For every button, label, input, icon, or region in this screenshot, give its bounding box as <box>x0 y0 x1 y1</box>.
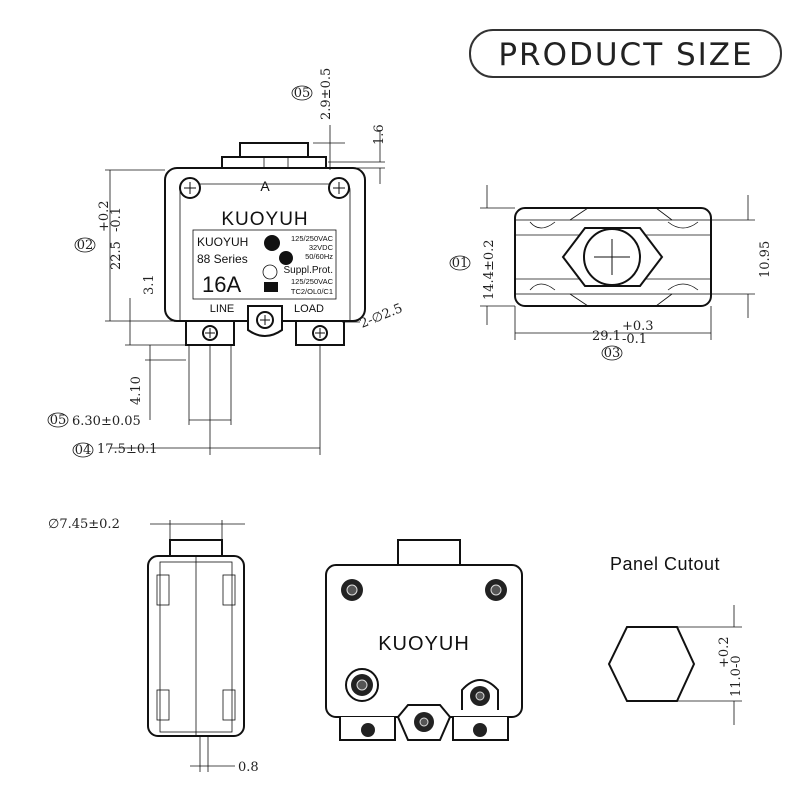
spec-line-4: Suppl.Prot. <box>284 265 333 276</box>
dim-button-diameter: ∅7.45±0.2 <box>48 517 120 532</box>
dim-cutout-tol-dn: -0 <box>729 655 744 668</box>
dim-side-height-ref: 01 <box>452 256 469 271</box>
spec-line-1: 125/250VAC <box>291 234 334 243</box>
screw-hole-icon <box>341 579 363 601</box>
screw-hole-icon <box>345 668 379 702</box>
certification-mark-icon <box>262 235 293 292</box>
front-top-label: A <box>260 178 270 194</box>
dim-side-inner: 10.95 <box>758 241 773 278</box>
label-series: 88 Series <box>197 252 248 266</box>
dim-terminal-length: 4.10 <box>129 376 144 405</box>
dim-cutout-tol-up: +0.2 <box>717 636 732 668</box>
dim-height-tol-dn: -0.1 <box>109 207 124 232</box>
dim-side-width-tol-up: +0.3 <box>622 319 654 334</box>
screw-icon <box>328 177 350 199</box>
dim-height-main: 22.5 <box>109 241 124 270</box>
terminal-line-label: LINE <box>210 303 234 315</box>
terminal-load-label: LOAD <box>294 303 324 315</box>
title-badge: PRODUCT SIZE <box>469 29 782 78</box>
spec-line-6: TC2/OL0/C1 <box>291 287 333 296</box>
dim-terminal-thickness: 0.8 <box>238 760 259 775</box>
dim-height-tol-up: +0.2 <box>97 200 112 232</box>
screw-icon <box>179 177 201 199</box>
front-brand: KUOYUH <box>221 209 308 230</box>
back-view: KUOYUH <box>325 539 523 741</box>
screw-hole-icon <box>461 679 499 710</box>
dim-terminal-pitch-ref: 04 <box>75 443 92 458</box>
dim-terminal-pitch: 17.5±0.1 <box>97 442 158 457</box>
spec-line-5: 125/250VAC <box>291 277 334 286</box>
panel-cutout: Panel Cutout <box>607 554 742 725</box>
dim-side-width: 29.1 <box>592 329 621 344</box>
dim-button-height-ref: 05 <box>294 86 311 101</box>
dim-side-width-ref: 03 <box>604 346 621 361</box>
label-brand: KUOYUH <box>197 235 248 249</box>
side-profile-view <box>147 520 245 772</box>
side-view <box>480 185 755 340</box>
spec-line-3: 50/60Hz <box>305 252 333 261</box>
spec-line-2: 32VDC <box>309 243 334 252</box>
label-rating: 16A <box>202 272 241 297</box>
page-title: PRODUCT SIZE <box>498 37 753 73</box>
dim-button-height: 2.9±0.5 <box>319 68 334 120</box>
dim-terminal-width: 6.30±0.05 <box>72 414 141 429</box>
dim-top-offset: 1.6 <box>372 124 387 145</box>
dim-terminal-width-ref: 05 <box>50 413 67 428</box>
dim-side-width-tol-dn: -0.1 <box>622 332 647 347</box>
back-brand: KUOYUH <box>378 633 470 655</box>
front-view: A KUOYUH KUOYUH 88 Series 16A 125/250VAC… <box>164 142 366 346</box>
cutout-label: Panel Cutout <box>610 554 720 574</box>
screw-hole-icon <box>485 579 507 601</box>
dim-height-ref: 02 <box>77 238 94 253</box>
dim-side-height: 14.4±0.2 <box>482 239 497 300</box>
dim-terminal-step: 3.1 <box>142 274 157 295</box>
dim-cutout: 11.0 <box>729 668 744 697</box>
front-dimensions <box>105 125 385 455</box>
